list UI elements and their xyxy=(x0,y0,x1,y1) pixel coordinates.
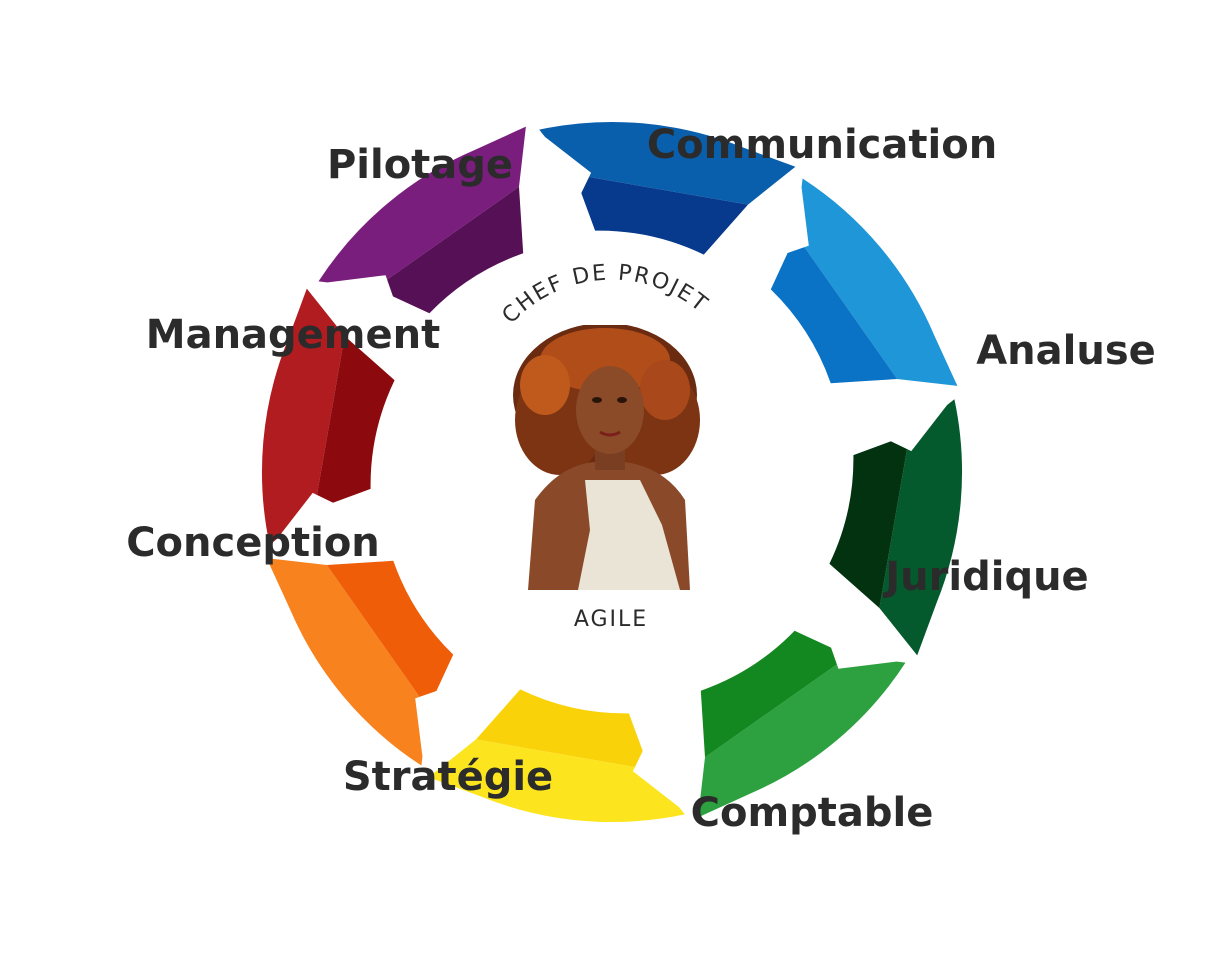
cycle-ring xyxy=(261,121,963,823)
segment-conception-notch xyxy=(632,703,692,817)
label-juridique: Juridique xyxy=(882,554,1088,600)
segment-pilotage-inner xyxy=(314,336,395,510)
segment-management-notch xyxy=(415,673,486,773)
segment-comptable-outer xyxy=(879,399,963,656)
segment-management-outer xyxy=(266,558,429,766)
label-management: Management xyxy=(146,312,440,358)
segment-conception-inner xyxy=(476,689,650,770)
label-comptable: Comptable xyxy=(691,790,934,836)
label-communication: Communication xyxy=(647,122,997,168)
segment-strategie-inner xyxy=(700,630,849,758)
segment-strategie-notch xyxy=(813,598,913,669)
segment-pilotage-notch xyxy=(267,492,381,552)
segment-juridique-outer xyxy=(795,178,958,386)
segment-analuse-outer xyxy=(539,121,796,205)
segment-juridique-inner xyxy=(770,235,898,384)
segment-comptable-inner xyxy=(829,434,910,608)
label-strategie: Stratégie xyxy=(343,754,553,800)
segment-communication-notch xyxy=(311,275,411,346)
segment-comptable-notch xyxy=(843,392,957,452)
center-subtitle: AGILE xyxy=(574,607,648,632)
segment-pilotage-outer xyxy=(261,288,345,545)
segment-analuse-notch xyxy=(532,127,592,241)
segment-conception-outer xyxy=(428,739,685,823)
segment-communication-outer xyxy=(318,126,526,289)
label-conception: Conception xyxy=(126,520,380,566)
segment-strategie-outer xyxy=(698,655,906,818)
portrait-photo xyxy=(512,325,704,590)
label-analuse: Analuse xyxy=(976,328,1156,374)
segment-management-inner xyxy=(326,560,454,709)
segment-communication-inner xyxy=(375,186,524,314)
label-pilotage: Pilotage xyxy=(327,142,513,188)
segment-analuse-inner xyxy=(574,174,748,255)
center-title: CHEF DE PROJET xyxy=(498,261,713,329)
segment-juridique-notch xyxy=(738,171,809,271)
